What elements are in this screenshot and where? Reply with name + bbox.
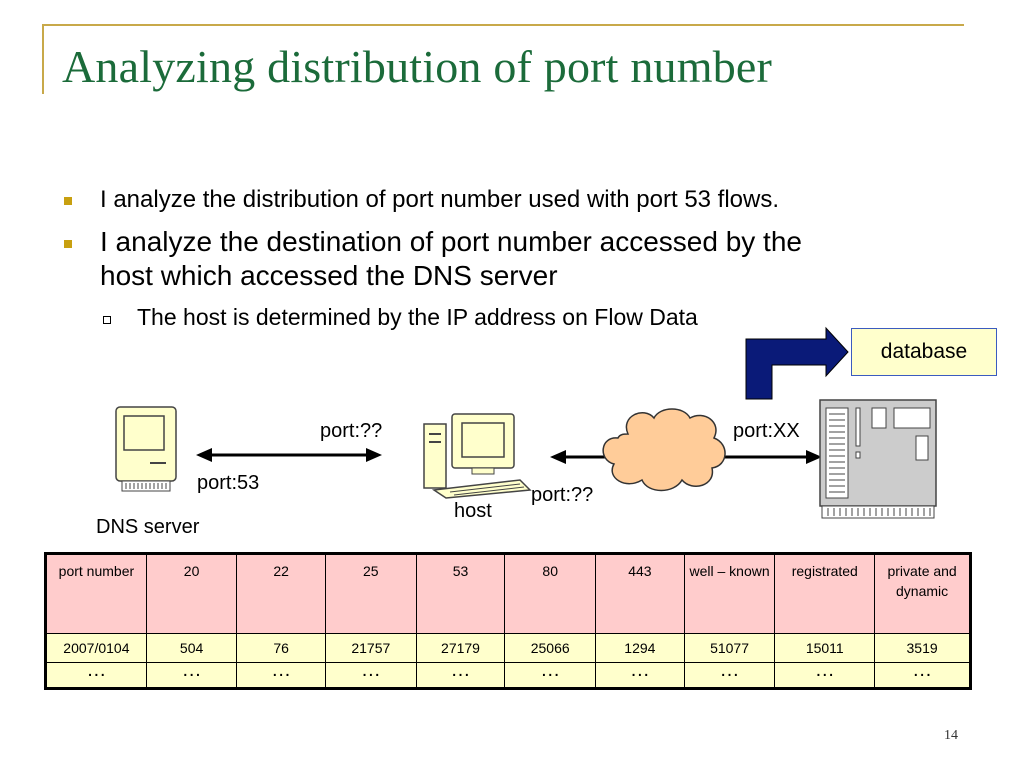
ellipsis-cell: … [874, 660, 971, 689]
table-row: 2007/0104 504 76 21757 27179 25066 1294 … [45, 633, 971, 663]
table-header-row: port number 20 22 25 53 80 443 well – kn… [45, 553, 971, 634]
page-number: 14 [944, 728, 958, 743]
ellipsis-cell: … [504, 660, 597, 689]
table-cell: 504 [145, 633, 238, 663]
header-cell: 20 [145, 553, 238, 634]
header-cell: registrated [774, 553, 876, 634]
bullet-2-line-2: host which accessed the DNS server [100, 260, 558, 291]
title-frame-top [42, 24, 964, 26]
bullet-1-text: I analyze the distribution of port numbe… [100, 186, 780, 213]
ellipsis-cell: … [45, 660, 147, 689]
ellipsis-cell: … [774, 660, 876, 689]
slide-title: Analyzing distribution of port number [62, 41, 773, 92]
table-cell: 21757 [324, 633, 417, 663]
database-box: database [851, 328, 997, 376]
sub-bullet-text: The host is determined by the IP address… [137, 304, 698, 330]
ellipsis-cell: … [683, 660, 776, 689]
bullet-marker-1 [64, 197, 72, 205]
table-ellipsis-row: … … … … … … … … … … [45, 660, 971, 689]
title-frame-left [42, 24, 44, 94]
bullet-marker-2 [64, 240, 72, 248]
ellipsis-cell: … [324, 660, 417, 689]
ellipsis-cell: … [415, 660, 506, 689]
port-label-dns: port:53 [197, 472, 260, 494]
ellipsis-cell: … [595, 660, 685, 689]
bent-arrow-icon [745, 326, 849, 400]
ellipsis-cell: … [145, 660, 238, 689]
header-cell: well – known [683, 553, 776, 634]
ellipsis-cell: … [236, 660, 326, 689]
sub-bullet-marker [103, 316, 111, 324]
bullet-2-line-1: I analyze the destination of port number… [100, 226, 802, 257]
port-distribution-table: port number 20 22 25 53 80 443 well – kn… [44, 552, 972, 690]
port-label-server: port:XX [733, 420, 800, 442]
port-label-host-right: port:?? [531, 484, 594, 506]
header-cell: port number [45, 553, 147, 634]
header-cell: 22 [236, 553, 326, 634]
header-cell: 25 [324, 553, 417, 634]
double-arrow-dns-host [196, 448, 382, 462]
dns-server-label: DNS server [96, 516, 200, 538]
table-cell: 25066 [504, 633, 597, 663]
header-cell: 80 [504, 553, 597, 634]
table-cell: 15011 [774, 633, 876, 663]
network-cloud-icon [602, 408, 726, 492]
table-cell: 27179 [415, 633, 506, 663]
table-cell: 1294 [595, 633, 685, 663]
server-rack-icon [819, 399, 937, 519]
table-cell: 3519 [874, 633, 971, 663]
header-cell: 53 [415, 553, 506, 634]
port-label-host-left: port:?? [320, 420, 383, 442]
header-cell: private and dynamic [874, 553, 971, 634]
dns-server-computer-icon [115, 406, 177, 492]
database-label: database [880, 340, 968, 363]
header-cell: 443 [595, 553, 685, 634]
table-cell: 2007/0104 [45, 633, 147, 663]
host-label: host [454, 500, 492, 522]
host-computer-icon [423, 413, 532, 499]
